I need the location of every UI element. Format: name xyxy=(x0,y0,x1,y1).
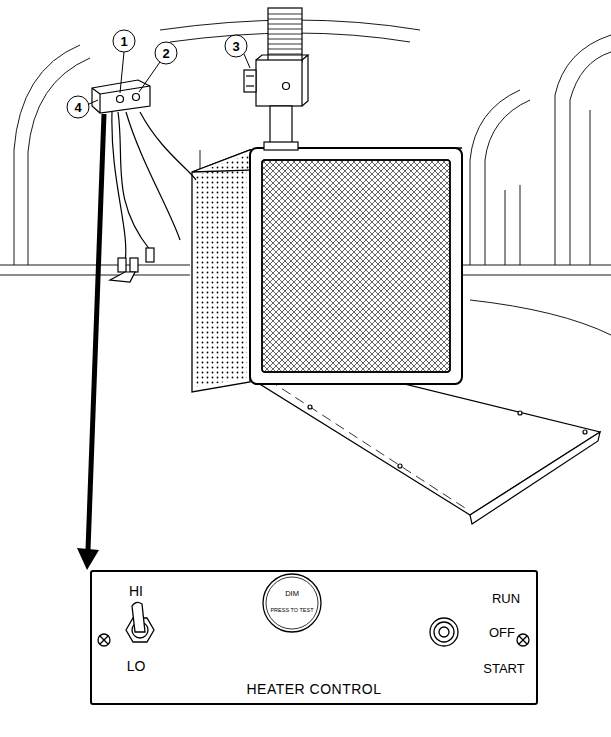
control-box-and-wiring-part xyxy=(110,272,135,282)
control-box-and-wiring-part xyxy=(92,88,100,94)
air-duct-part xyxy=(283,83,290,90)
wall-structure-part xyxy=(14,45,80,265)
base-plate-part xyxy=(308,405,312,409)
control-panel-art-part xyxy=(98,634,110,646)
wall-structure-part xyxy=(570,52,611,265)
callout-leaders-part xyxy=(120,52,124,93)
lamp-marking: PRESS TO TEST xyxy=(270,608,313,614)
control-box-and-wiring-part xyxy=(118,258,126,272)
callout-number: 4 xyxy=(74,101,81,114)
wall-structure-part xyxy=(0,275,190,276)
base-plate-part xyxy=(518,411,522,415)
wall-structure-part xyxy=(470,90,520,265)
lamp-marking: DIM xyxy=(285,590,299,598)
control-panel-art-part xyxy=(100,636,108,644)
callout-leaders-part xyxy=(225,35,247,57)
callout-leaders-part xyxy=(113,30,135,52)
air-duct-part xyxy=(268,14,302,54)
control-box-and-wiring-part xyxy=(117,96,124,103)
air-duct-part xyxy=(268,8,302,62)
control-panel-art-part xyxy=(263,574,321,632)
control-box-and-wiring-part xyxy=(99,94,100,113)
switch-position: OFF xyxy=(489,626,515,639)
callout-leaders-part xyxy=(89,100,98,104)
control-panel-art-part xyxy=(266,577,318,629)
panel-title: HEATER CONTROL xyxy=(246,681,381,697)
air-duct-part xyxy=(264,142,298,150)
base-plate-part xyxy=(470,432,600,524)
callout-leaders-part xyxy=(155,42,177,64)
air-duct-part xyxy=(256,60,302,106)
wall-structure-part xyxy=(555,35,611,265)
base-plate-part xyxy=(583,430,587,434)
heater-body-part xyxy=(262,160,450,372)
wall-structure-part xyxy=(470,300,611,335)
control-box-and-wiring-part xyxy=(140,112,196,180)
control-panel-art-part xyxy=(430,618,458,646)
heater-body xyxy=(192,148,462,392)
heater-body-part xyxy=(250,148,462,384)
switch-position: HI xyxy=(129,584,143,598)
callout-leaders xyxy=(67,30,250,118)
callout-leaders-part xyxy=(67,96,89,118)
control-box-and-wiring-part xyxy=(130,258,138,272)
control-box-and-wiring-part xyxy=(133,94,140,101)
air-duct xyxy=(244,8,308,150)
wall-structure-part xyxy=(462,275,611,276)
control-panel-art-part xyxy=(132,602,145,632)
wall-structure-part xyxy=(485,100,530,265)
callout-leaders-part xyxy=(244,54,250,68)
detail-arrow xyxy=(77,114,104,570)
callout-number: 3 xyxy=(232,40,239,53)
air-duct-part xyxy=(270,106,292,144)
control-panel-art-part xyxy=(517,634,529,646)
callout-number: 1 xyxy=(120,35,127,48)
heater-body-part xyxy=(192,150,250,392)
control-panel-art xyxy=(90,570,538,705)
switch-position: LO xyxy=(127,659,146,673)
control-box-and-wiring xyxy=(92,80,196,282)
callout-leaders-part xyxy=(139,62,160,92)
detail-arrow-part xyxy=(88,114,104,550)
air-duct-part xyxy=(246,75,254,76)
control-panel-art-part xyxy=(90,570,538,705)
air-duct-part xyxy=(246,85,254,86)
control-box-and-wiring-part xyxy=(112,112,126,262)
control-panel-art-part xyxy=(439,627,449,637)
heater-body-part xyxy=(262,160,450,372)
base-plate-part xyxy=(398,464,402,468)
wall-structure-part xyxy=(505,190,506,265)
control-box-and-wiring-part xyxy=(146,248,154,262)
callout-number: 2 xyxy=(162,47,169,60)
control-box-and-wiring-part xyxy=(118,112,150,250)
control-panel-art-part xyxy=(434,622,454,642)
detail-arrow-part xyxy=(77,548,99,570)
wall-structure-part xyxy=(590,110,591,265)
heater-body-part xyxy=(195,156,247,387)
control-box-and-wiring-part xyxy=(126,112,180,240)
switch-position: START xyxy=(483,662,524,675)
control-panel-art-part xyxy=(519,636,527,644)
wall-structure-part xyxy=(520,185,521,265)
air-duct-part xyxy=(256,55,308,106)
switch-position: RUN xyxy=(492,592,520,605)
control-panel: HEATER CONTROL xyxy=(90,570,538,705)
wall-structure-part xyxy=(28,58,90,265)
wall-structure-part xyxy=(0,265,190,266)
air-duct-part xyxy=(244,70,256,92)
wall-structure-part xyxy=(462,265,611,266)
